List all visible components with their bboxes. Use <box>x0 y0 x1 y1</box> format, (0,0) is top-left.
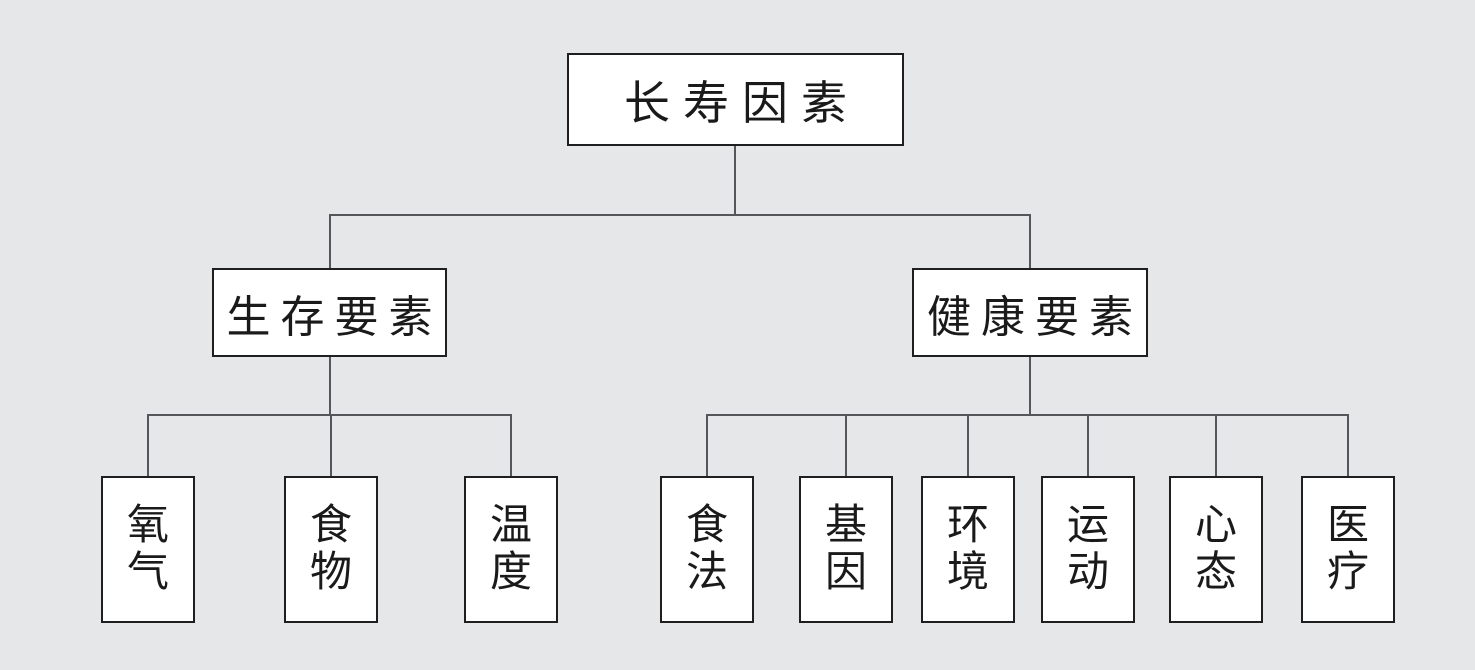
connector-branch-left-drop <box>329 214 331 268</box>
node-branch-health-label: 健康要素 <box>927 292 1143 342</box>
connector-branch-right-drop <box>1029 214 1031 268</box>
connector-left-branch-stem <box>329 357 331 414</box>
node-leaf-medical: 医疗 <box>1301 476 1395 623</box>
node-branch-health: 健康要素 <box>912 268 1148 357</box>
node-leaf-food: 食物 <box>284 476 378 623</box>
node-leaf-exercise: 运动 <box>1041 476 1135 623</box>
node-leaf-medical-label: 医疗 <box>1327 503 1370 596</box>
connector-left-leaves-horizontal <box>147 414 512 416</box>
node-leaf-mindset-label: 心态 <box>1195 503 1238 596</box>
connector-right-branch-stem <box>1029 357 1031 414</box>
connector-drop-oxygen <box>147 414 149 476</box>
connector-drop-genes <box>845 414 847 476</box>
node-leaf-mindset: 心态 <box>1169 476 1263 623</box>
connector-drop-exercise <box>1087 414 1089 476</box>
connector-drop-diet <box>706 414 708 476</box>
node-leaf-oxygen: 氧气 <box>101 476 195 623</box>
node-leaf-genes: 基因 <box>799 476 893 623</box>
connector-root-stem <box>734 146 736 214</box>
node-branch-survival: 生存要素 <box>212 268 447 357</box>
connector-drop-food <box>330 414 332 476</box>
connector-drop-medical <box>1347 414 1349 476</box>
node-branch-survival-label: 生存要素 <box>226 292 443 342</box>
connector-drop-mindset <box>1215 414 1217 476</box>
node-leaf-temperature-label: 温度 <box>490 503 533 596</box>
node-leaf-diet-label: 食法 <box>686 503 729 596</box>
node-leaf-temperature: 温度 <box>464 476 558 623</box>
connector-drop-temperature <box>510 414 512 476</box>
connector-drop-environment <box>967 414 969 476</box>
node-leaf-oxygen-label: 氧气 <box>127 503 170 596</box>
connector-level1-horizontal <box>329 214 1031 216</box>
node-root-label: 长寿因素 <box>624 77 860 129</box>
node-leaf-food-label: 食物 <box>310 503 353 596</box>
node-leaf-environment: 环境 <box>921 476 1015 623</box>
node-leaf-genes-label: 基因 <box>825 503 868 596</box>
connector-right-leaves-horizontal <box>706 414 1349 416</box>
node-leaf-exercise-label: 运动 <box>1067 503 1110 596</box>
node-leaf-environment-label: 环境 <box>947 503 990 596</box>
node-leaf-diet: 食法 <box>660 476 754 623</box>
node-root: 长寿因素 <box>567 53 904 146</box>
